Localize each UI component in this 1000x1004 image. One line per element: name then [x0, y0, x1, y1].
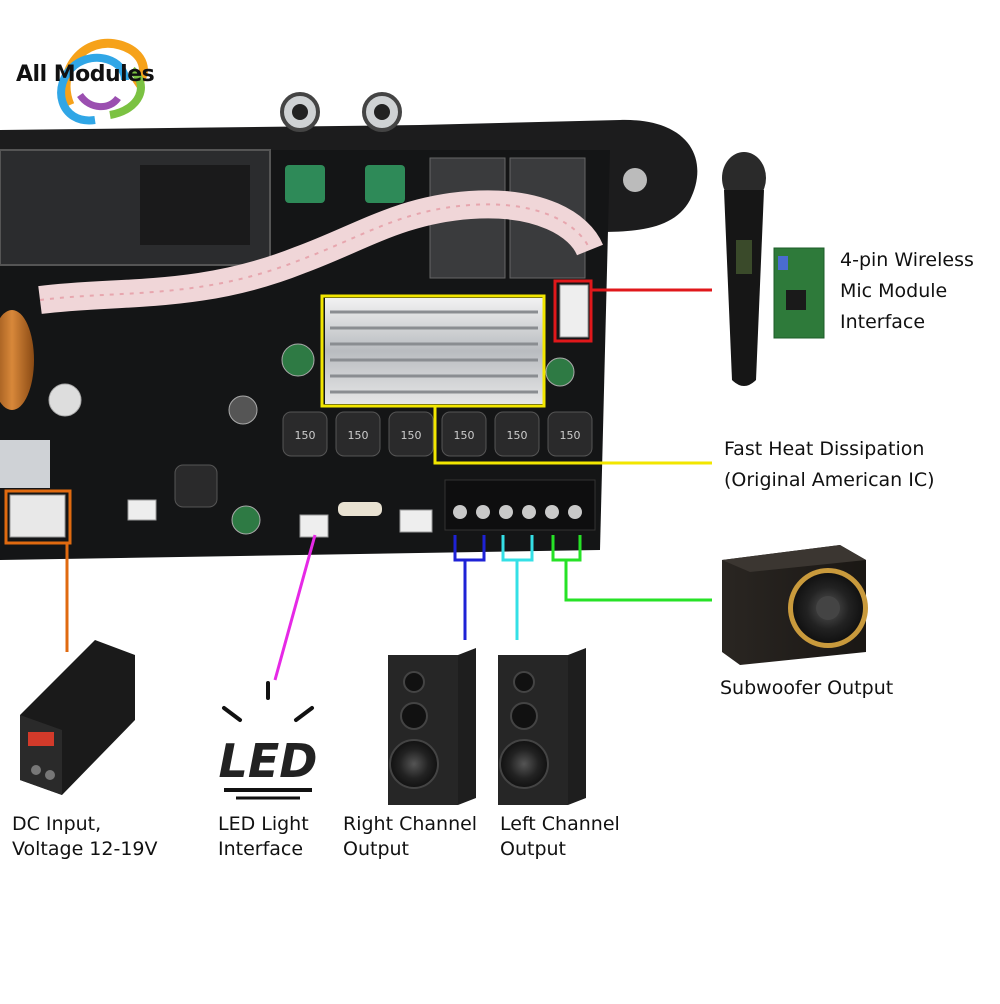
- mic-label-line-2: Mic Module: [840, 280, 948, 302]
- led-label-line-2: Interface: [218, 838, 304, 860]
- brand-logo: [57, 38, 148, 125]
- right-speaker-icon: [388, 648, 476, 805]
- logo-swirl-green: [109, 66, 145, 119]
- dc-input-label: DC Input, Voltage 12-19V: [12, 812, 158, 862]
- psu-display: [28, 732, 54, 746]
- b503-capacitor-2: [365, 165, 405, 203]
- terminal-screws: [453, 505, 582, 519]
- inductor-3: [388, 411, 434, 457]
- amplifier-board: 150 150 150 150 150 150: [0, 92, 698, 560]
- dc-input-connector: [9, 494, 66, 538]
- inductor-4: [441, 411, 487, 457]
- heat-dissipation-label: Fast Heat Dissipation (Original American…: [724, 434, 935, 496]
- left-speaker-icon: [498, 648, 586, 805]
- left-channel-label: Left Channel Output: [500, 812, 620, 862]
- inductor-label-6: 150: [560, 429, 581, 442]
- capacitor-1: [281, 343, 315, 377]
- logo-swirl-blue: [57, 53, 129, 125]
- capacitor-5: [48, 383, 82, 417]
- subwoofer-callout-line: [564, 560, 712, 602]
- brand-logo-text: All Modules: [16, 62, 155, 87]
- dc-label-line-2: Voltage 12-19V: [12, 838, 158, 860]
- heatsink: [325, 298, 543, 404]
- capacitor-4: [231, 505, 261, 535]
- inductor-1: [282, 411, 328, 457]
- heat-callout-line: [433, 406, 712, 465]
- speaker-terminal-block: [444, 479, 596, 531]
- mic-connector-highlight-box: [553, 279, 593, 343]
- power-heatsink: [0, 440, 50, 488]
- led-icon-text: LED: [219, 734, 318, 788]
- left-label-line-1: Left Channel: [500, 813, 620, 835]
- toroid-inductor: [0, 310, 34, 410]
- mic-interface-label: 4-pin Wireless Mic Module Interface: [840, 245, 974, 338]
- output-inductors: 150 150 150 150 150 150: [282, 411, 593, 457]
- inductor-2: [335, 411, 381, 457]
- inductor-label-5: 150: [507, 429, 528, 442]
- panel-button: [623, 168, 647, 192]
- inductor-label-2: 150: [348, 429, 369, 442]
- ribbon-cable: [38, 190, 603, 314]
- logo-swirl-purple: [77, 92, 121, 111]
- right-channel-label: Right Channel Output: [343, 812, 477, 862]
- mic-label-line-1: 4-pin Wireless: [840, 249, 974, 271]
- mic-module-board-icon: [773, 247, 825, 339]
- inductor-5: [494, 411, 540, 457]
- heatsink-highlight-box: [320, 294, 546, 408]
- inductor-power: [174, 464, 218, 508]
- left-label-line-2: Output: [500, 838, 566, 860]
- subwoofer-icon: [722, 545, 868, 665]
- control-chip-area: [140, 165, 250, 245]
- subwoofer-label-line-1: Subwoofer Output: [720, 677, 894, 699]
- right-label-line-1: Right Channel: [343, 813, 478, 835]
- heat-label-line-2: (Original American IC): [724, 469, 935, 491]
- inductor-6: [547, 411, 593, 457]
- inductor-label-4: 150: [454, 429, 475, 442]
- inductor-label-1: 150: [295, 429, 316, 442]
- right-channel-bracket: [453, 535, 486, 562]
- dc-label-line-1: DC Input,: [12, 813, 102, 835]
- resistor: [338, 502, 382, 516]
- heat-label-line-1: Fast Heat Dissipation: [724, 438, 925, 460]
- capacitor-3: [228, 395, 258, 425]
- led-callout-line: [273, 534, 317, 681]
- subwoofer-output-label: Subwoofer Output: [720, 673, 893, 704]
- dc-power-supply-icon: [20, 640, 135, 795]
- led-interface-label: LED Light Interface: [218, 812, 309, 862]
- mic-4pin-connector: [559, 284, 589, 338]
- mic-label-line-3: Interface: [840, 311, 926, 333]
- led-label-line-1: LED Light: [218, 813, 309, 835]
- led-connector: [299, 514, 329, 538]
- inductor-label-3: 150: [401, 429, 422, 442]
- dc-input-highlight-box: [4, 489, 72, 545]
- aux-connector: [399, 509, 433, 533]
- heatsink-fins: [330, 310, 538, 394]
- capacitor-2: [545, 357, 575, 387]
- wireless-microphone-icon: [722, 152, 766, 386]
- b503-capacitor-1: [285, 165, 325, 203]
- small-connector: [127, 499, 157, 521]
- led-light-icon: LED: [219, 681, 318, 800]
- right-label-line-2: Output: [343, 838, 409, 860]
